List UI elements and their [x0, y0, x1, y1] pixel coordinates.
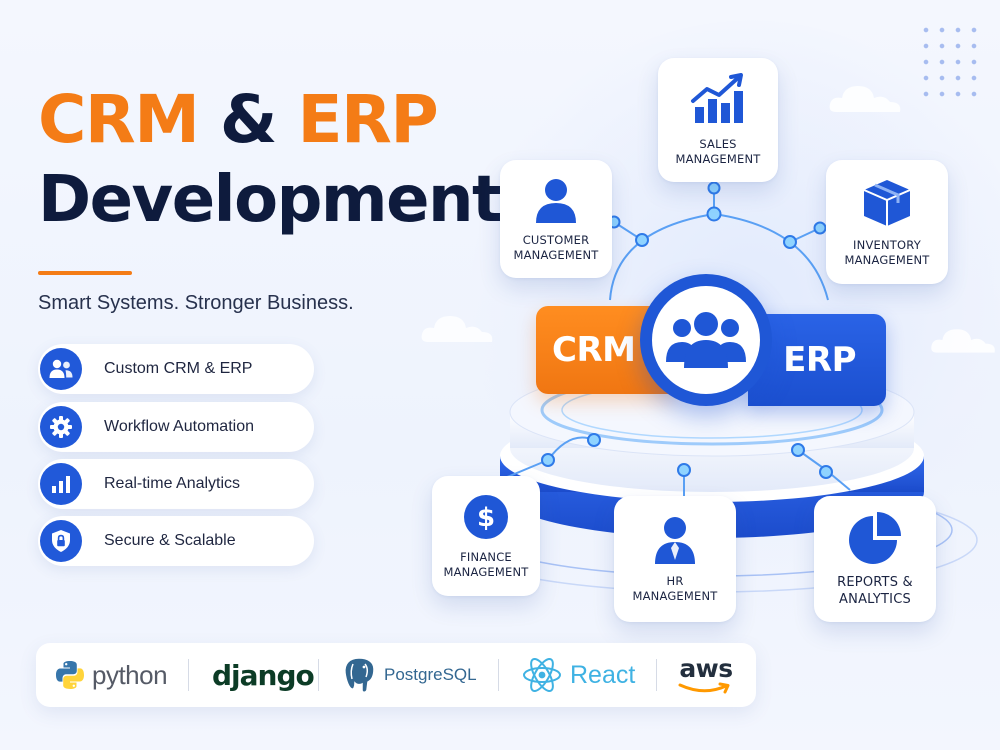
- gear-icon: [40, 406, 82, 448]
- card-label: REPORTS & ANALYTICS: [837, 575, 913, 607]
- crm-label: CRM: [552, 330, 636, 370]
- growth-chart-icon: [689, 73, 747, 129]
- dot-pattern: [918, 22, 984, 102]
- tech-stack-bar: python django PostgreSQL React aws: [36, 643, 756, 707]
- feature-workflow-automation: Workflow Automation: [38, 402, 314, 452]
- cloud-icon: [421, 316, 493, 342]
- shield-lock-icon: [40, 520, 82, 562]
- headline-line-2: Development: [38, 163, 503, 237]
- tech-django-label: django: [212, 658, 315, 692]
- tech-react-label: React: [570, 660, 636, 689]
- aws-smile-icon: [678, 682, 730, 694]
- users-icon: [40, 348, 82, 390]
- tech-aws: aws: [678, 643, 734, 707]
- card-customer-management: CUSTOMER MANAGEMENT: [500, 160, 612, 278]
- headline-crm: CRM: [38, 81, 200, 158]
- tech-divider: [498, 659, 499, 691]
- card-inventory-management: INVENTORY MANAGEMENT: [826, 160, 948, 284]
- feature-custom-crm-erp: Custom CRM & ERP: [38, 344, 314, 394]
- tech-postgresql-label: PostgreSQL: [384, 665, 477, 684]
- tech-python-label: python: [92, 659, 168, 690]
- svg-text:$: $: [477, 503, 495, 533]
- card-label: FINANCE MANAGEMENT: [443, 550, 529, 579]
- center-hub: [640, 274, 772, 406]
- card-reports-analytics: REPORTS & ANALYTICS: [814, 496, 936, 622]
- card-finance-management: $ FINANCE MANAGEMENT: [432, 476, 540, 596]
- feature-label: Workflow Automation: [104, 418, 254, 435]
- tech-aws-label: aws: [679, 654, 733, 683]
- tech-python: python: [54, 643, 168, 707]
- card-label: HR MANAGEMENT: [632, 574, 718, 603]
- team-icon: [666, 312, 746, 368]
- feature-realtime-analytics: Real-time Analytics: [38, 459, 314, 509]
- title-underline: [38, 271, 132, 275]
- feature-label: Secure & Scalable: [104, 532, 236, 549]
- tech-react: React: [522, 643, 635, 707]
- tech-divider: [318, 659, 319, 691]
- react-atom-icon: [523, 658, 561, 692]
- feature-secure-scalable: Secure & Scalable: [38, 516, 314, 566]
- headline-erp: ERP: [297, 81, 438, 158]
- card-sales-management: SALES MANAGEMENT: [658, 58, 778, 182]
- dollar-icon: $: [461, 492, 511, 542]
- cloud-icon: [931, 329, 995, 353]
- card-hr-management: HR MANAGEMENT: [614, 496, 736, 622]
- card-label: INVENTORY MANAGEMENT: [844, 238, 930, 267]
- card-label: SALES MANAGEMENT: [675, 137, 761, 166]
- feature-label: Real-time Analytics: [104, 475, 241, 492]
- erp-label: ERP: [783, 340, 856, 380]
- tech-divider: [656, 659, 657, 691]
- bar-chart-icon: [40, 463, 82, 505]
- cloud-icon: [829, 86, 901, 112]
- box-icon: [860, 176, 914, 230]
- employee-icon: [651, 514, 699, 566]
- headline-ampersand: &: [198, 81, 298, 158]
- tagline: Smart Systems. Stronger Business.: [38, 292, 354, 314]
- tech-postgresql: PostgreSQL: [340, 643, 477, 707]
- card-label: CUSTOMER MANAGEMENT: [513, 233, 599, 262]
- postgresql-elephant-icon: [344, 657, 375, 693]
- feature-label: Custom CRM & ERP: [104, 360, 253, 377]
- python-logo-icon: [56, 661, 84, 689]
- pie-chart-icon: [847, 510, 903, 566]
- headline-line-1: CRM & ERP: [38, 80, 501, 160]
- tech-django: django: [212, 643, 315, 707]
- person-icon: [532, 175, 580, 225]
- headline: CRM & ERP Development: [38, 80, 503, 240]
- tech-divider: [188, 659, 189, 691]
